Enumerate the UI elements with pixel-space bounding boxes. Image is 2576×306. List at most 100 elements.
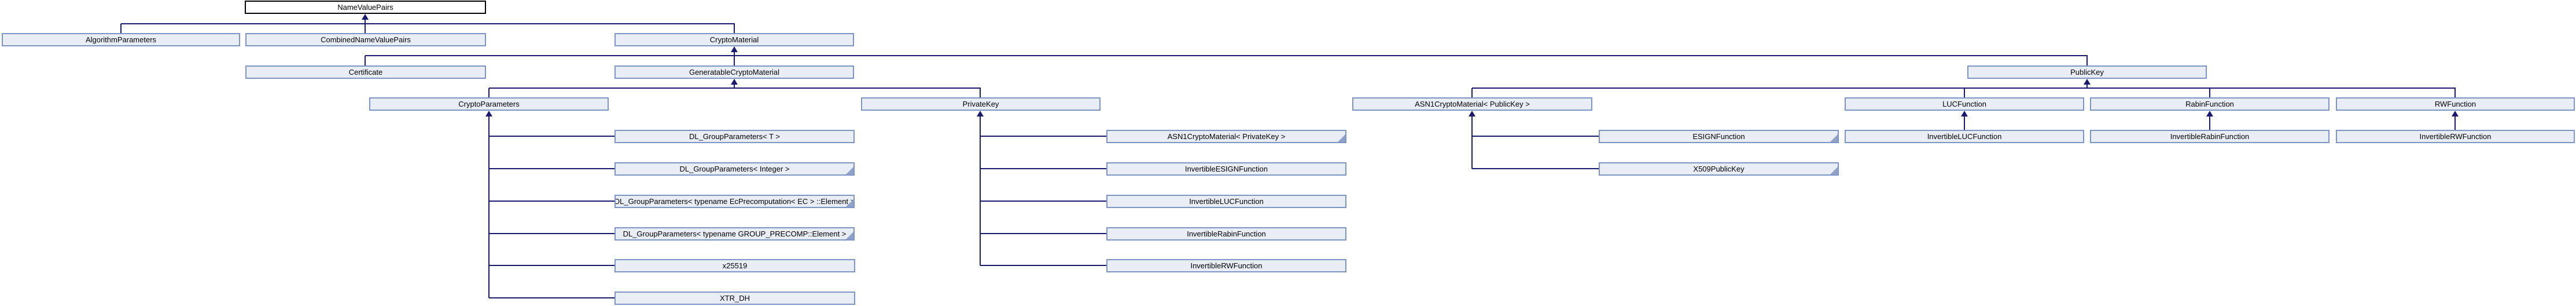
fold-corner-icon — [846, 199, 853, 207]
class-node-AlgorithmParameters[interactable]: AlgorithmParameters — [2, 33, 240, 46]
class-node-ASN1CryptoMaterial-PrivateKey[interactable]: ASN1CryptoMaterial< PrivateKey > — [1106, 130, 1346, 143]
inheritance-edge — [365, 17, 366, 33]
inheritance-edge — [2086, 82, 2088, 88]
inheritance-arrowhead-icon — [2084, 79, 2091, 85]
class-node-label: AlgorithmParameters — [85, 35, 157, 44]
class-node-x25519[interactable]: x25519 — [614, 259, 855, 272]
inheritance-edge — [980, 136, 1106, 137]
inheritance-edge — [2454, 88, 2456, 97]
class-node-NameValuePairs: NameValuePairs — [245, 1, 486, 14]
inheritance-edge — [365, 55, 2088, 56]
inheritance-edge — [1472, 168, 1599, 169]
inheritance-edge — [489, 233, 614, 234]
inheritance-edge — [365, 56, 366, 65]
class-node-DL_GroupParameters-Integer[interactable]: DL_GroupParameters< Integer > — [614, 162, 855, 176]
class-node-label: ASN1CryptoMaterial< PrivateKey > — [1167, 132, 1286, 141]
class-node-GeneratableCryptoMaterial[interactable]: GeneratableCryptoMaterial — [614, 65, 854, 79]
inheritance-edge — [120, 24, 122, 33]
class-node-X509PublicKey[interactable]: X509PublicKey — [1599, 162, 1839, 176]
inheritance-arrowhead-icon — [2452, 111, 2459, 116]
fold-corner-icon — [846, 232, 853, 239]
class-node-RabinFunction[interactable]: RabinFunction — [2090, 97, 2330, 111]
class-node-CryptoParameters[interactable]: CryptoParameters — [369, 97, 609, 111]
class-node-LUCFunction[interactable]: LUCFunction — [1845, 97, 2084, 111]
class-node-label: InvertibleLUCFunction — [1189, 197, 1264, 206]
class-node-InvertibleESIGNFunction[interactable]: InvertibleESIGNFunction — [1106, 162, 1346, 176]
class-node-XTR_DH[interactable]: XTR_DH — [614, 292, 855, 305]
inheritance-edge — [121, 23, 735, 24]
inheritance-edge — [980, 114, 981, 265]
class-node-label: InvertibleRWFunction — [1190, 261, 1263, 270]
class-node-label: ASN1CryptoMaterial< PublicKey > — [1415, 100, 1530, 108]
inheritance-edge — [980, 265, 1106, 266]
inheritance-edge — [489, 136, 614, 137]
fold-corner-icon — [1338, 134, 1345, 142]
inheritance-edge — [489, 88, 981, 89]
class-node-label: PublicKey — [2070, 68, 2104, 76]
class-node-label: CryptoParameters — [458, 100, 520, 108]
inheritance-edge — [980, 201, 1106, 202]
inheritance-arrowhead-icon — [731, 79, 738, 85]
class-node-label: CryptoMaterial — [709, 35, 759, 44]
class-node-label: Certificate — [348, 68, 383, 76]
class-node-InvertibleLUCFunction-r[interactable]: InvertibleLUCFunction — [1845, 130, 2084, 143]
inheritance-arrowhead-icon — [1469, 111, 1475, 116]
class-node-InvertibleLUCFunction-m[interactable]: InvertibleLUCFunction — [1106, 195, 1346, 208]
class-node-label: InvertibleRabinFunction — [2170, 132, 2250, 141]
class-node-ASN1CryptoMaterial-PublicKey[interactable]: ASN1CryptoMaterial< PublicKey > — [1352, 97, 1592, 111]
inheritance-edge — [980, 88, 981, 97]
inheritance-edge — [1964, 114, 1965, 130]
class-node-DL_GroupParameters-GROUP_PRECOMP[interactable]: DL_GroupParameters< typename GROUP_PRECO… — [614, 227, 855, 241]
inheritance-arrowhead-icon — [731, 46, 738, 52]
class-node-label: DL_GroupParameters< typename GROUP_PRECO… — [623, 230, 847, 238]
class-node-DL_GroupParameters-T[interactable]: DL_GroupParameters< T > — [614, 130, 855, 143]
inheritance-edge — [734, 50, 735, 65]
inheritance-edge — [489, 201, 614, 202]
class-node-label: InvertibleRWFunction — [2419, 132, 2492, 141]
class-node-label: NameValuePairs — [337, 3, 393, 12]
inheritance-edge — [488, 114, 490, 298]
class-node-label: LUCFunction — [1942, 100, 1986, 108]
class-node-label: DL_GroupParameters< Integer > — [679, 165, 790, 173]
inheritance-arrowhead-icon — [485, 111, 492, 116]
inheritance-edge — [2086, 56, 2088, 65]
inheritance-arrowhead-icon — [977, 111, 984, 116]
class-node-label: X509PublicKey — [1693, 165, 1745, 173]
inheritance-edge — [734, 24, 735, 33]
class-node-label: XTR_DH — [719, 294, 750, 303]
inheritance-edge — [1964, 88, 1965, 97]
class-node-label: GeneratableCryptoMaterial — [689, 68, 780, 76]
inheritance-edge — [489, 168, 614, 169]
class-node-RWFunction[interactable]: RWFunction — [2336, 97, 2575, 111]
class-node-label: DL_GroupParameters< T > — [689, 132, 781, 141]
class-node-Certificate[interactable]: Certificate — [245, 65, 486, 79]
fold-corner-icon — [846, 167, 853, 174]
class-node-label: InvertibleLUCFunction — [1927, 132, 2002, 141]
fold-corner-icon — [1830, 167, 1838, 174]
class-node-label: InvertibleESIGNFunction — [1184, 165, 1268, 173]
class-node-PrivateKey[interactable]: PrivateKey — [861, 97, 1101, 111]
class-node-PublicKey[interactable]: PublicKey — [1967, 65, 2207, 79]
fold-corner-icon — [1830, 134, 1838, 142]
class-node-InvertibleRWFunction-m[interactable]: InvertibleRWFunction — [1106, 259, 1346, 272]
class-node-label: InvertibleRabinFunction — [1187, 230, 1266, 238]
class-node-label: PrivateKey — [962, 100, 999, 108]
class-node-InvertibleRabinFunction-m[interactable]: InvertibleRabinFunction — [1106, 227, 1346, 241]
inheritance-edge — [980, 233, 1106, 234]
class-node-label: CombinedNameValuePairs — [321, 35, 411, 44]
inheritance-edge — [489, 265, 614, 266]
inheritance-arrowhead-icon — [2206, 111, 2213, 116]
inheritance-edge — [734, 82, 735, 88]
class-node-label: RWFunction — [2434, 100, 2476, 108]
class-node-InvertibleRabinFunction-r[interactable]: InvertibleRabinFunction — [2090, 130, 2330, 143]
class-node-label: x25519 — [722, 261, 748, 270]
class-node-label: DL_GroupParameters< typename EcPrecomput… — [614, 197, 855, 206]
class-node-CryptoMaterial[interactable]: CryptoMaterial — [614, 33, 854, 46]
class-node-DL_GroupParameters-EcPrecomputation[interactable]: DL_GroupParameters< typename EcPrecomput… — [614, 195, 855, 208]
inheritance-arrowhead-icon — [362, 14, 369, 20]
class-node-ESIGNFunction[interactable]: ESIGNFunction — [1599, 130, 1839, 143]
class-node-CombinedNameValuePairs[interactable]: CombinedNameValuePairs — [245, 33, 486, 46]
class-node-InvertibleRWFunction-r[interactable]: InvertibleRWFunction — [2336, 130, 2575, 143]
inheritance-edge — [2209, 114, 2210, 130]
